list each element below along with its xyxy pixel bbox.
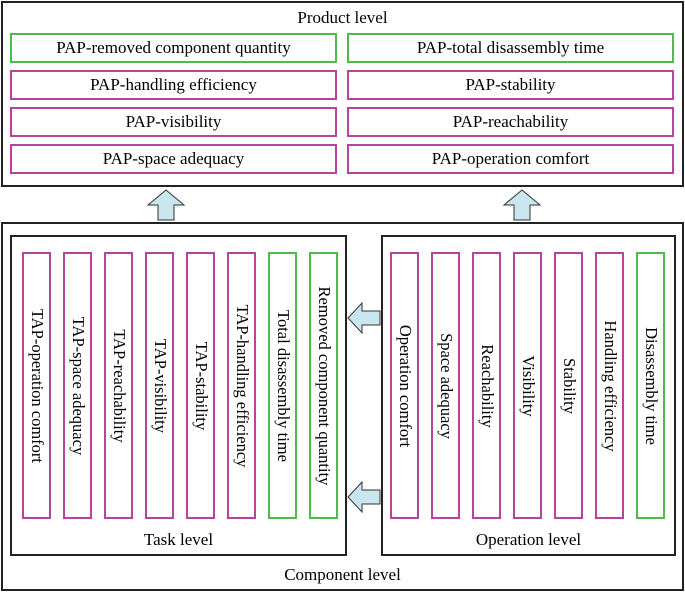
removed-component-quantity-box: Removed component quantity	[309, 252, 338, 519]
visibility-box: Visibility	[513, 252, 542, 519]
tap-handling-efficiency-box: TAP-handling efficiency	[227, 252, 256, 519]
stability-box: Stability	[554, 252, 583, 519]
pap-handling-efficiency-box: PAP-handling efficiency	[10, 70, 337, 100]
handling-efficiency-box: Handling efficiency	[595, 252, 624, 519]
reachability-box: Reachability	[472, 252, 501, 519]
tap-visibility-box: TAP-visibility	[145, 252, 174, 519]
tap-visibility-text: TAP-visibility	[150, 338, 170, 433]
reachability-text: Reachability	[477, 343, 497, 428]
pap-removed-component-quantity-box: PAP-removed component quantity	[10, 33, 337, 63]
tap-stability-box: TAP-stability	[186, 252, 215, 519]
tap-operation-comfort-box: TAP-operation comfort	[22, 252, 51, 519]
disassembly-time-box: Disassembly time	[636, 252, 665, 519]
handling-efficiency-text: Handling efficiency	[600, 319, 620, 452]
operation-comfort-box: Operation comfort	[390, 252, 419, 519]
operation-comfort-text: Operation comfort	[395, 324, 415, 447]
tap-operation-comfort-text: TAP-operation comfort	[27, 308, 47, 463]
left-arrow-lower	[347, 480, 381, 514]
total-disassembly-time-box: Total disassembly time	[268, 252, 297, 519]
disassembly-time-text: Disassembly time	[641, 326, 661, 445]
total-disassembly-time-text: Total disassembly time	[273, 309, 293, 462]
tap-handling-efficiency-text: TAP-handling efficiency	[232, 304, 252, 467]
tap-space-adequacy-box: TAP-space adequacy	[63, 252, 92, 519]
operation-level-label: Operation level	[475, 530, 582, 549]
up-arrow-right	[502, 189, 542, 221]
stability-text: Stability	[559, 357, 579, 414]
task-level-label: Task level	[143, 530, 214, 549]
component-level-label: Component level	[284, 565, 401, 584]
pap-reachability-box: PAP-reachability	[347, 107, 674, 137]
pap-stability-box: PAP-stability	[347, 70, 674, 100]
tap-space-adequacy-text: TAP-space adequacy	[68, 316, 88, 455]
space-adequacy-box: Space adequacy	[431, 252, 460, 519]
tap-reachability-box: TAP-reachability	[104, 252, 133, 519]
up-arrow-left	[146, 189, 186, 221]
space-adequacy-text: Space adequacy	[436, 332, 456, 439]
product-level-label: Product level	[297, 8, 388, 27]
visibility-text: Visibility	[518, 354, 538, 417]
tap-stability-text: TAP-stability	[191, 341, 211, 430]
left-arrow-upper	[347, 301, 381, 335]
pap-total-disassembly-time-box: PAP-total disassembly time	[347, 33, 674, 63]
removed-component-quantity-text: Removed component quantity	[314, 286, 334, 485]
tap-reachability-text: TAP-reachability	[109, 328, 129, 443]
pap-operation-comfort-box: PAP-operation comfort	[347, 144, 674, 174]
pap-space-adequacy-box: PAP-space adequacy	[10, 144, 337, 174]
pap-visibility-box: PAP-visibility	[10, 107, 337, 137]
